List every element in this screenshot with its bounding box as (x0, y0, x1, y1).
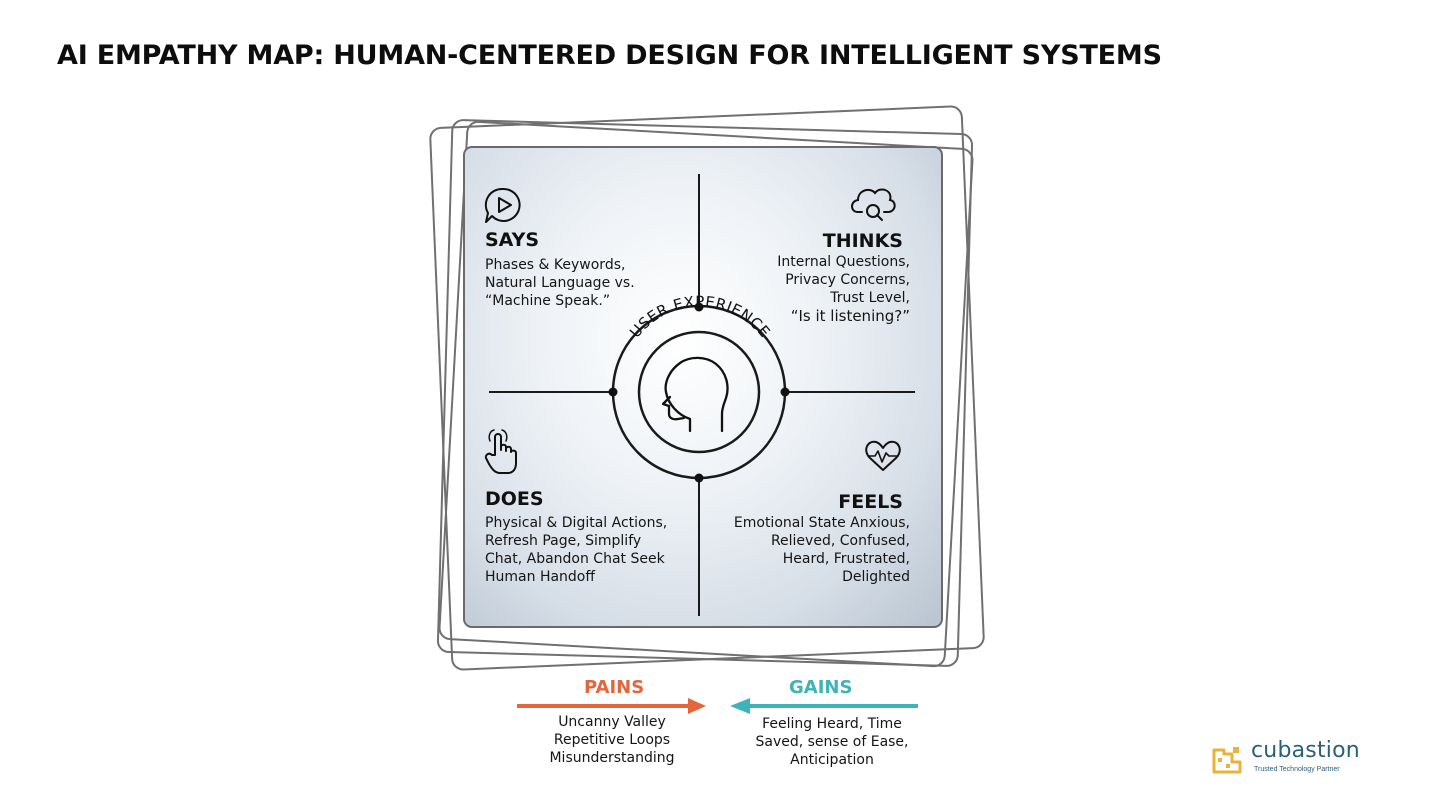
says-line: Phases & Keywords, (485, 257, 626, 273)
logo-tagline: Trusted Technology Partner (1254, 766, 1340, 773)
does-line: Chat, Abandon Chat Seek (485, 551, 665, 567)
gains-line: Feeling Heard, Time (762, 716, 902, 732)
gains-title: GAINS (789, 677, 853, 698)
thinks-line: Privacy Concerns, (785, 272, 910, 288)
does-title: DOES (485, 488, 544, 510)
thinks-line: Internal Questions, (777, 254, 910, 270)
does-text: Physical & Digital Actions, Refresh Page… (485, 514, 667, 586)
says-line: Natural Language vs. (485, 275, 635, 291)
does-line: Refresh Page, Simplify (485, 533, 642, 549)
feels-line: Heard, Frustrated, (782, 551, 910, 567)
feels-line: Relieved, Confused, (770, 533, 910, 549)
brand-logo: cubastion Trusted Technology Partner (1212, 738, 1372, 777)
gains-line: Saved, sense of Ease, (755, 734, 909, 750)
says-line: “Machine Speak.” (485, 293, 611, 309)
feels-line: Emotional State Anxious, (733, 515, 910, 531)
pains-line: Uncanny Valley (558, 714, 666, 730)
gains-arrow (730, 698, 918, 714)
feels-line: Delighted (842, 569, 910, 585)
pains-line: Misunderstanding (549, 750, 675, 766)
feels-title: FEELS (838, 491, 903, 513)
thinks-line: “Is it listening?” (790, 307, 910, 325)
gains-line: Anticipation (790, 752, 874, 768)
logo-wordmark: cubastion (1251, 738, 1360, 763)
thinks-line: Trust Level, (830, 290, 910, 306)
says-title: SAYS (485, 229, 540, 251)
thinks-title: THINKS (822, 230, 903, 252)
thinks-text: Internal Questions, Privacy Concerns, Tr… (777, 253, 910, 325)
feels-text: Emotional State Anxious, Relieved, Confu… (734, 514, 910, 586)
cubastion-mark-icon (1212, 747, 1242, 774)
does-line: Physical & Digital Actions, (485, 515, 668, 531)
gains-text: Feeling Heard, Time Saved, sense of Ease… (738, 715, 926, 769)
pains-title: PAINS (584, 677, 645, 698)
says-text: Phases & Keywords, Natural Language vs. … (485, 256, 635, 310)
page-title: AI EMPATHY MAP: HUMAN-CENTERED DESIGN FO… (57, 40, 1162, 71)
pains-arrow (517, 698, 706, 714)
pains-line: Repetitive Loops (553, 732, 671, 748)
pains-text: Uncanny Valley Repetitive Loops Misunder… (528, 713, 696, 767)
does-line: Human Handoff (485, 569, 596, 585)
